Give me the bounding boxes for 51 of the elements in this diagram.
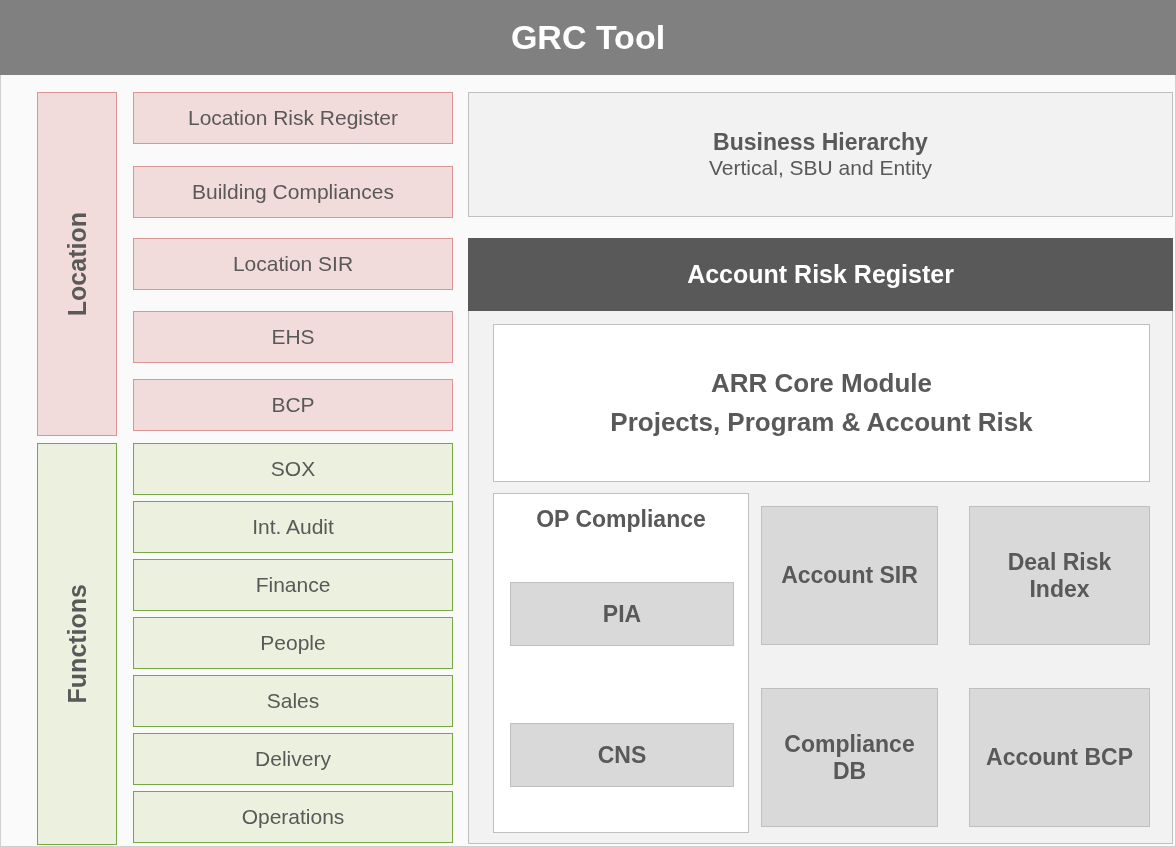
box-label: EHS (270, 325, 316, 349)
core-module-box (493, 324, 1150, 482)
box-label: People (259, 631, 327, 655)
function-item-box (133, 443, 453, 495)
box-label: Sales (265, 689, 321, 713)
box-label: Delivery (254, 747, 332, 771)
box-label: BCP (270, 393, 316, 417)
box-label: SOX (269, 457, 317, 481)
function-item-box (133, 559, 453, 611)
location-item-box (133, 311, 453, 363)
module-box (510, 723, 734, 787)
function-item-box (133, 501, 453, 553)
location-item-box (133, 166, 453, 218)
box-label: PIA (601, 600, 643, 628)
module-box (761, 688, 938, 827)
register-panel (468, 238, 1173, 844)
box-label: Account SIR (780, 562, 919, 589)
band-label: Location (62, 211, 92, 317)
functions-band (37, 443, 117, 845)
module-box (510, 582, 734, 646)
location-item-box (133, 238, 453, 290)
box-heading: ARR Core Module (710, 368, 933, 399)
function-item-box (133, 675, 453, 727)
module-box (761, 506, 938, 645)
title-bar: GRC Tool (0, 0, 1176, 75)
box-label: Building Compliances (191, 180, 395, 204)
box-heading: Business Hierarchy (712, 129, 929, 156)
box-label: CNS (596, 741, 648, 769)
function-item-box (133, 617, 453, 669)
group-heading: OP Compliance (535, 506, 707, 533)
compliance-group-box (493, 493, 749, 833)
box-label: Deal Risk Index (1006, 548, 1113, 603)
panel-header: Account Risk Register (468, 238, 1173, 311)
band-label: Functions (62, 584, 92, 704)
box-label: Account BCP (985, 744, 1134, 771)
module-box (969, 688, 1150, 827)
box-label: Compliance DB (783, 730, 916, 785)
box-subtitle: Projects, Program & Account Risk (609, 407, 1034, 438)
box-label: Location Risk Register (186, 106, 400, 130)
box-label: Operations (240, 805, 346, 829)
box-label: Location SIR (231, 252, 355, 276)
location-item-box (133, 379, 453, 431)
box-subtitle: Vertical, SBU and Entity (708, 156, 933, 180)
location-item-box (133, 92, 453, 144)
function-item-box (133, 733, 453, 785)
box-label: Int. Audit (251, 515, 335, 539)
module-box (969, 506, 1150, 645)
box-label: Finance (254, 573, 332, 597)
function-item-box (133, 791, 453, 843)
hierarchy-box (468, 92, 1173, 217)
location-band (37, 92, 117, 436)
